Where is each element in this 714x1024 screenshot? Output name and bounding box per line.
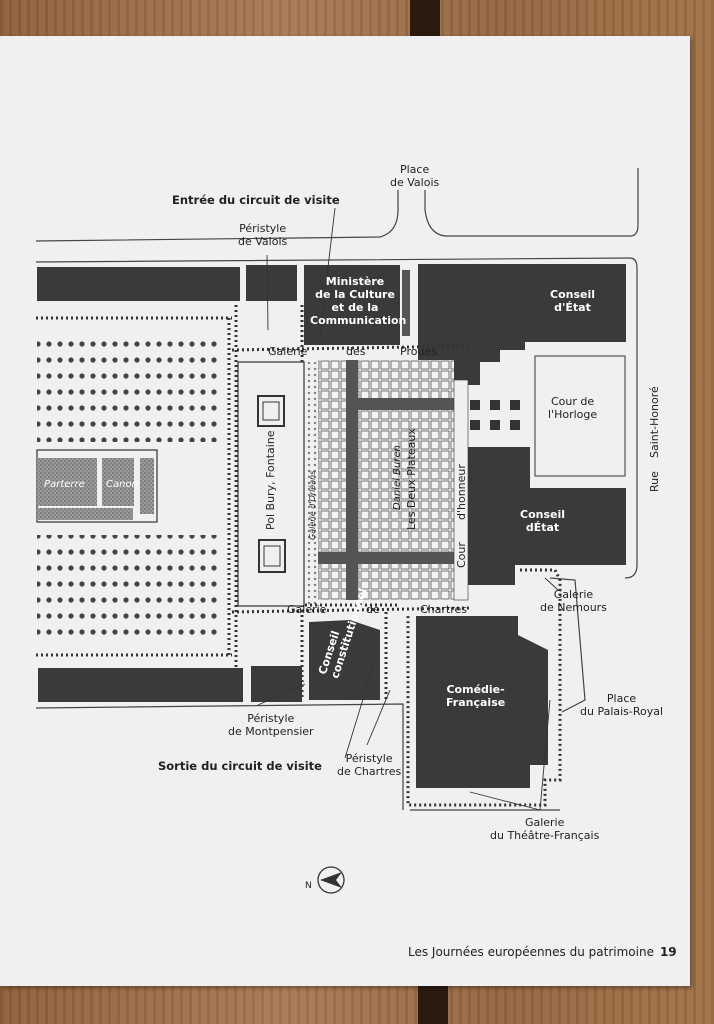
label-place-palais-royal: Place du Palais-Royal: [580, 692, 664, 718]
label-conseil-etat-mid: Conseil dÉtat: [520, 508, 566, 534]
label-place-valois: Place de Valois: [390, 163, 440, 189]
cour-honneur: [453, 379, 469, 601]
label-entree: Entrée du circuit de visite: [172, 193, 340, 207]
conseil-constitutionnel-building: [309, 620, 380, 700]
wood-gap-top: [410, 0, 440, 36]
label-rue: Rue: [648, 471, 661, 492]
label-ministere: Ministère de la Culture et de la Communi…: [310, 275, 407, 327]
compass-icon: [317, 866, 345, 894]
page-footer: Les Journées européennes du patrimoine 19: [408, 945, 677, 959]
horloge-pavilion: [470, 400, 520, 430]
street-lines: [35, 168, 639, 811]
label-cour-horloge: Cour de l'Horloge: [548, 395, 598, 421]
label-sortie: Sortie du circuit de visite: [158, 759, 322, 773]
label-galerie-chartres-3: Chartres: [420, 603, 468, 616]
label-d-honneur: d'honneur: [455, 464, 468, 520]
label-peristyle-montpensier: Péristyle de Montpensier: [228, 712, 314, 738]
buildings-top-left: [37, 265, 297, 301]
label-canon: Canon: [106, 479, 138, 490]
canon-area: [102, 458, 134, 506]
label-saint-honore: Saint-Honoré: [648, 386, 661, 458]
label-galerie-theatre: Galerie du Théâtre-Français: [490, 816, 600, 842]
label-peristyle-chartres: Péristyle de Chartres: [337, 752, 402, 778]
passage-valois: [402, 270, 410, 336]
tree-rows-north: [37, 332, 217, 442]
label-deux-plateaux: Les Deux Plateaux: [405, 428, 418, 530]
label-cour: Cour: [455, 542, 468, 568]
label-galerie-proues-2: des: [346, 345, 366, 358]
label-peristyle-valois: Péristyle de Valois: [238, 222, 288, 248]
label-galerie-proues-3: Proues: [400, 345, 437, 358]
tree-rows-south: [37, 535, 217, 645]
fontaine-north: [257, 395, 285, 427]
buildings-bottom-left: [38, 666, 302, 702]
wood-gap-bottom: [418, 985, 448, 1024]
comedie-francaise-building: [416, 616, 548, 788]
label-galerie-chartres-2: de: [366, 603, 380, 616]
label-galerie-chartres-1: Galerie: [287, 603, 327, 616]
label-parterre: Parterre: [44, 479, 85, 490]
galerie-orleans: [306, 362, 318, 606]
label-galerie-orleans: Galerie d'Orléans: [308, 470, 317, 540]
label-galerie-proues-1: Galerie: [268, 345, 308, 358]
parterre: [37, 458, 97, 506]
label-daniel-buren: Daniel Buren: [392, 445, 403, 510]
label-conseil-etat-top: Conseil d'État: [550, 288, 596, 314]
leader-lines: [257, 207, 559, 811]
label-galerie-nemours: Galerie de Nemours: [540, 588, 607, 614]
pol-bury-court: [237, 361, 305, 607]
label-comedie: Comédie- Française: [446, 683, 506, 709]
conseil-etat-mid-building: [468, 447, 626, 585]
compass-label: N: [305, 881, 312, 891]
footer-text: Les Journées européennes du patrimoine: [408, 945, 654, 959]
cour-horloge: [534, 355, 626, 477]
conseil-etat-top-building: [418, 264, 626, 385]
label-pol-bury: Pol Bury, Fontaine: [264, 430, 277, 530]
fontaine-south: [258, 539, 286, 573]
page-number: 19: [659, 945, 677, 959]
